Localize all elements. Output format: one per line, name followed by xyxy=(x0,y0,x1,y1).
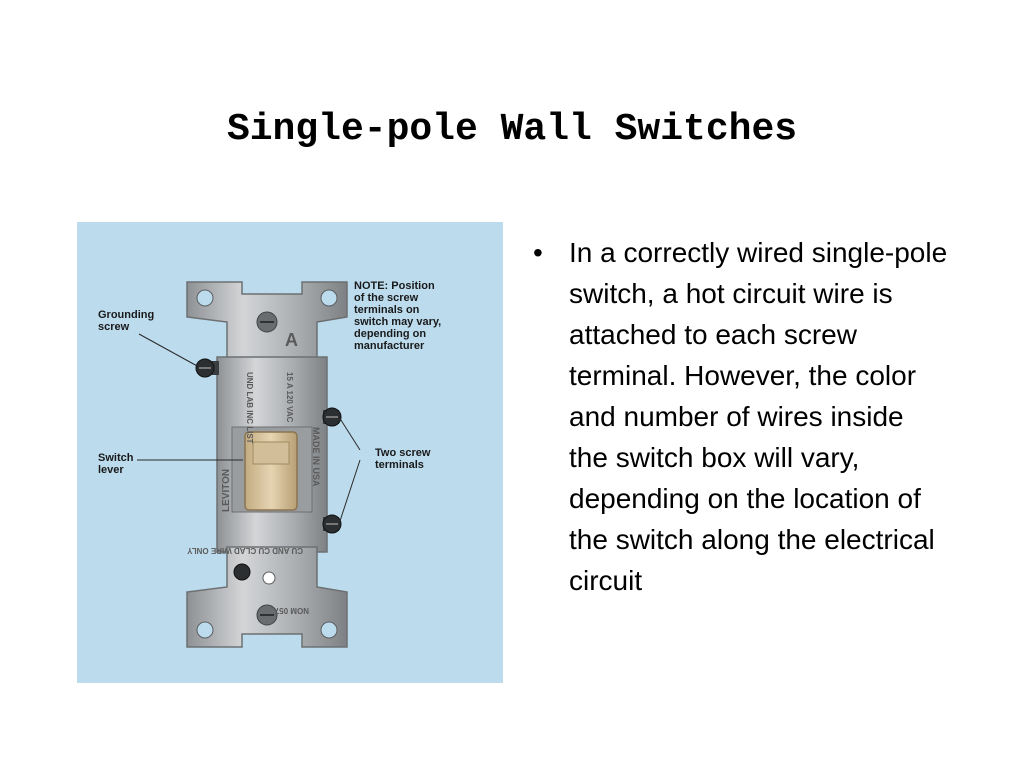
switch-illustration: LEVITON MADE IN USA 15 A 120 VAC UND LAB… xyxy=(137,281,361,648)
two-screw-terminals-callout: Two screw terminals xyxy=(375,447,431,471)
switch-lever xyxy=(244,431,298,511)
switch-lever-callout: Switch lever xyxy=(98,452,134,476)
upper-screw-terminal xyxy=(322,407,342,427)
code-marking: NOM 057 xyxy=(274,606,309,615)
lower-screw-terminal xyxy=(322,514,342,534)
origin-marking: MADE IN USA xyxy=(311,427,321,487)
brand-marking: LEVITON xyxy=(221,469,232,512)
grounding-screw xyxy=(195,358,219,378)
listing-marking: UND LAB INC LIST xyxy=(245,372,254,444)
note-callout: NOTE: Position of the screw terminals on… xyxy=(354,280,442,352)
wire-note-marking: CU AND CU CLAD WIRE ONLY xyxy=(186,546,303,555)
rating-marking: 15 A 120 VAC xyxy=(285,372,294,423)
callout-leader-lines xyxy=(137,333,361,525)
bullet-section: • In a correctly wired single-pole switc… xyxy=(533,232,953,601)
grounding-screw-callout: Grounding screw xyxy=(98,309,155,333)
bottom-mounting-strap xyxy=(186,546,348,648)
switch-diagram: LEVITON MADE IN USA 15 A 120 VAC UND LAB… xyxy=(77,222,503,683)
bullet-text: In a correctly wired single-pole switch,… xyxy=(569,237,948,596)
bullet-item: • In a correctly wired single-pole switc… xyxy=(533,232,949,601)
letter-marking: A xyxy=(285,330,298,350)
bullet-symbol: • xyxy=(533,237,543,268)
bullet-list: • In a correctly wired single-pole switc… xyxy=(533,232,953,601)
slide-title: Single-pole Wall Switches xyxy=(226,108,798,151)
